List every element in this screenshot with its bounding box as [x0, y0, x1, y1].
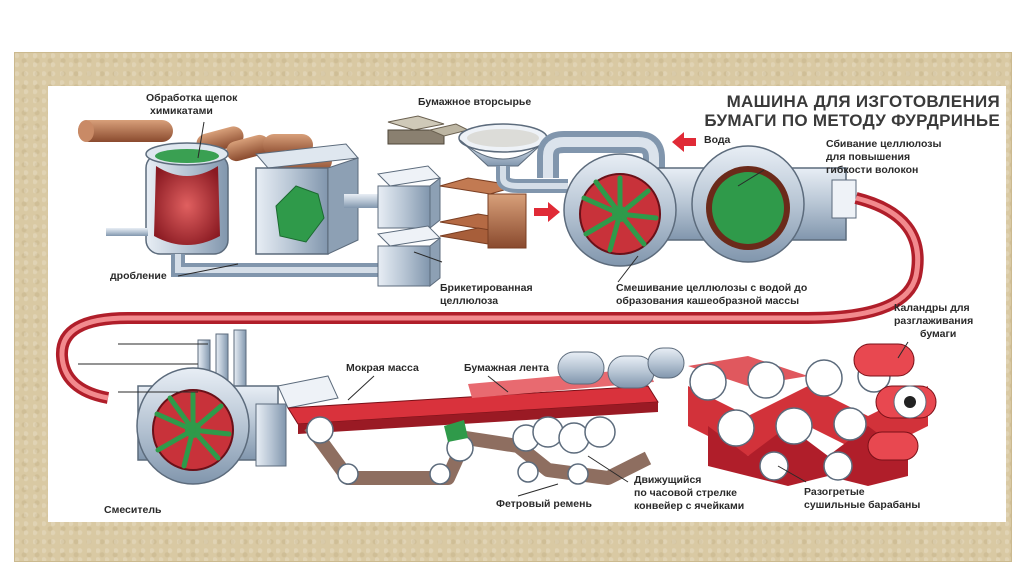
press-rollers: [306, 416, 616, 485]
felt-belt-shape: [304, 421, 652, 485]
fourdrinier-machine-illustration: [56, 115, 937, 497]
label-mixing: Смешивание целлюлозы с водой до образова…: [616, 282, 808, 307]
title-line-2: БУМАГИ ПО МЕТОДУ ФУРДРИНЬЕ: [704, 111, 1000, 130]
crusher: [255, 143, 359, 255]
mixer-machine: [136, 329, 287, 485]
label-mixer: Смеситель: [104, 504, 162, 516]
recycled-paper-bales: [387, 115, 470, 145]
label-crushing: дробление: [110, 270, 167, 282]
leader-lines: [78, 121, 909, 497]
label-wet-mass: Мокрая масса: [346, 362, 419, 374]
label-felt-belt: Фетровый ремень: [496, 498, 592, 510]
cellulose-briquettes: [439, 177, 527, 249]
title-line-1: МАШИНА ДЛЯ ИЗГОТОВЛЕНИЯ: [726, 92, 1000, 111]
funnel: [458, 123, 568, 193]
chemical-vat: [106, 142, 229, 255]
label-chip-treatment: Обработка щепок химикатами: [146, 92, 238, 117]
label-drying-drums: Разогретые сушильные барабаны: [804, 486, 921, 511]
label-recycled-paper: Бумажное вторсырье: [418, 96, 532, 108]
flow-arrow: [534, 202, 560, 222]
label-calenders: Каландры для разглаживания бумаги: [894, 302, 974, 340]
water-pipe: [537, 131, 696, 182]
label-beating: Сбивание целлюлозы для повышения гибкост…: [826, 138, 942, 176]
label-conveyor: Движущийся по часовой стрелке конвейер с…: [634, 474, 745, 512]
suction-box: [444, 420, 468, 442]
drying-drums: [688, 343, 937, 486]
label-water: Вода: [704, 134, 731, 146]
fourdrinier-wire-table: [277, 368, 659, 434]
label-briquette: Брикетированная целлюлоза: [440, 282, 533, 307]
diagram-canvas: МАШИНА ДЛЯ ИЗГОТОВЛЕНИЯ БУМАГИ ПО МЕТОДУ…: [48, 86, 1006, 522]
top-press-rolls: [557, 347, 685, 389]
beater-drums: [563, 145, 857, 267]
diagram-title: МАШИНА ДЛЯ ИЗГОТОВЛЕНИЯ БУМАГИ ПО МЕТОДУ…: [704, 92, 1000, 130]
pulp-transfer-pipe: [56, 192, 924, 404]
press-blocks: [376, 165, 442, 288]
label-paper-web: Бумажная лента: [464, 362, 549, 374]
